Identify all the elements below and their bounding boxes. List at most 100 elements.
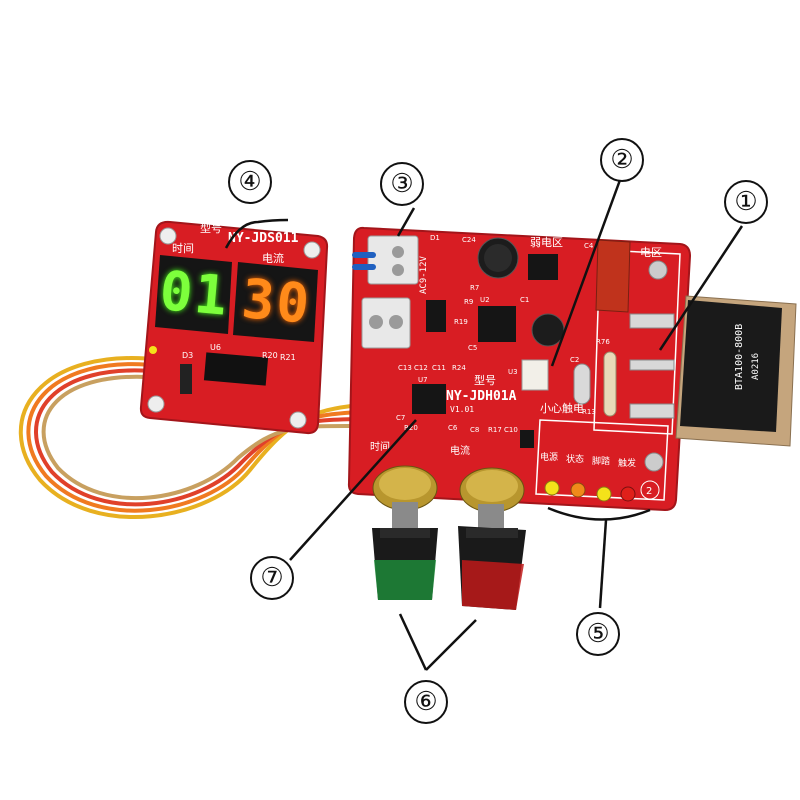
led-trigger	[620, 486, 636, 502]
leader-6b	[425, 619, 477, 671]
callout-5: ⑤	[576, 612, 620, 656]
main-current-label: 电流	[450, 444, 470, 457]
leader-1	[658, 225, 744, 351]
time-display: 01	[157, 259, 232, 328]
regulator-chip	[528, 254, 558, 280]
triac-lead	[629, 313, 675, 329]
pot-can-top	[466, 470, 518, 502]
triac-module: BTA100-800B A0216	[629, 295, 797, 447]
main-ic	[478, 306, 516, 342]
small-chip	[426, 300, 446, 332]
display-time-label: 时间	[172, 242, 194, 255]
weak-zone-label: 弱电区	[530, 236, 563, 249]
resistor	[603, 351, 617, 417]
display-chip-label: U6	[210, 343, 221, 352]
ref-designator: C13	[398, 364, 412, 372]
potentiometer-time	[372, 465, 438, 600]
current-display: 30	[239, 267, 314, 336]
terminal-screw	[389, 315, 403, 329]
main-version: V1.01	[450, 405, 474, 414]
display-model: NY-JDS011	[228, 231, 299, 246]
mounting-hole	[303, 241, 321, 259]
display-led	[149, 346, 157, 354]
callout-2: ②	[600, 138, 644, 182]
ref-designator: R76	[596, 338, 610, 346]
blue-wire	[352, 252, 376, 258]
ref-designator: C8	[470, 426, 479, 434]
ref-designator: D1	[430, 234, 440, 242]
voltage-label: AC9-12V	[419, 255, 429, 294]
time-display-frame	[155, 255, 232, 334]
ref-designator: C6	[448, 424, 458, 432]
ref-designator: C11	[432, 364, 446, 372]
callout-1: ①	[724, 180, 768, 224]
status-leds	[544, 480, 636, 502]
knob-cap	[380, 528, 430, 538]
mounting-hole	[648, 260, 668, 280]
triac-lead	[629, 359, 675, 371]
callout-6: ⑥	[404, 680, 448, 724]
led-label: 触发	[618, 457, 636, 469]
ref-designator: C1	[520, 296, 529, 304]
electrolytic-capacitor	[531, 313, 565, 347]
ref-designator: U7	[418, 376, 428, 384]
main-time-label: 时间	[370, 440, 390, 453]
sm-component	[520, 430, 534, 448]
leader-6a	[398, 613, 428, 671]
film-capacitor	[595, 239, 631, 313]
capacitor-top	[484, 244, 512, 272]
ref-designator: R13	[582, 408, 596, 416]
mounting-hole	[289, 411, 307, 429]
leader-7	[289, 419, 417, 561]
blue-wire	[352, 264, 376, 270]
ref-designator: C5	[468, 344, 477, 352]
ref-designator: C24	[462, 236, 476, 244]
potentiometer-current	[458, 467, 526, 610]
display-r21: R21	[280, 353, 296, 362]
leader-lines	[224, 179, 744, 671]
main-board: 弱电区 电区 AC9-12V 型号 NY-JDH01A V1.01 小心触电 时…	[347, 226, 692, 512]
led-label: 状态	[566, 453, 584, 465]
knob-red-band	[462, 560, 524, 610]
strong-zone-label: 电区	[640, 246, 662, 259]
ref-designator: R17	[488, 426, 502, 434]
display-d3: D3	[182, 351, 193, 360]
ref-designator: C7	[396, 414, 405, 422]
pad-2-label: 2	[646, 486, 652, 497]
display-current-label: 电流	[262, 251, 284, 265]
microcontroller	[412, 384, 446, 414]
signal-terminal	[361, 297, 411, 349]
terminal-screw	[392, 246, 404, 258]
leader-3	[396, 207, 416, 237]
display-chip	[203, 352, 269, 386]
ref-designator: R9	[464, 298, 473, 306]
callout-3: ③	[380, 162, 424, 206]
ref-designator: R7	[470, 284, 479, 292]
led-label: 电源	[540, 451, 558, 463]
ref-designator: C4	[584, 242, 594, 250]
strong-zone-outline	[593, 249, 681, 435]
ref-designator: R19	[454, 318, 468, 326]
leader-5	[598, 519, 608, 609]
pad-2-ring	[640, 480, 660, 500]
leader-2	[550, 179, 622, 367]
callout-4: ④	[228, 160, 272, 204]
mounting-hole	[159, 227, 177, 245]
ref-designator: C12	[414, 364, 428, 372]
terminal-screw	[392, 264, 404, 276]
optocoupler	[521, 359, 549, 391]
ref-designator: C2	[570, 356, 579, 364]
led-zone-outline	[535, 419, 669, 501]
ref-designator: C10	[504, 426, 518, 434]
ref-designator: U2	[480, 296, 490, 304]
power-terminal	[367, 235, 419, 285]
triac-label: BTA100-800B	[734, 324, 745, 390]
display-connector	[180, 364, 192, 394]
crystal	[573, 363, 591, 405]
led-foot	[596, 486, 612, 502]
display-r20: R20	[262, 351, 278, 360]
mounting-hole	[147, 395, 165, 413]
display-board: 型号 NY-JDS011 时间 电流 U6 R20 R21 D3	[139, 220, 329, 435]
